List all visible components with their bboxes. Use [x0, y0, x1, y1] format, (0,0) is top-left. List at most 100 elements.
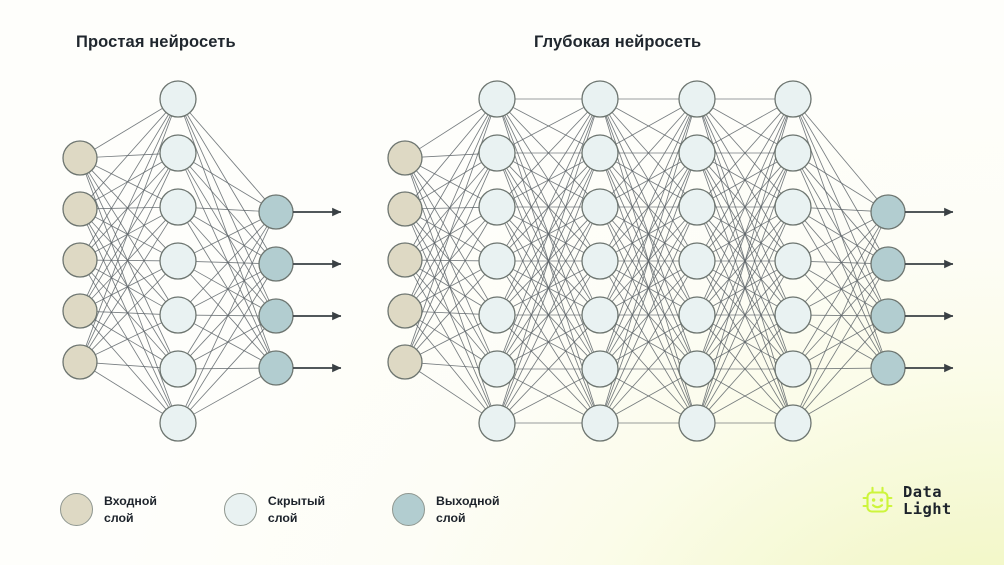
network-edge — [96, 153, 161, 158]
network-edge — [189, 112, 266, 200]
network-node-hidden — [478, 404, 516, 442]
network-edge — [94, 267, 163, 307]
network-edge — [801, 226, 880, 354]
network-edge — [195, 207, 260, 212]
network-edge — [193, 269, 262, 309]
network-edge — [703, 115, 787, 299]
network-node-input — [387, 242, 423, 278]
network-node-output — [870, 350, 906, 386]
network-edge — [187, 226, 268, 354]
network-edge — [91, 273, 166, 351]
network-edges — [85, 98, 883, 424]
network-edge — [415, 323, 486, 410]
network-edge — [799, 169, 882, 353]
network-edge — [708, 112, 782, 194]
network-edge — [801, 168, 880, 302]
network-node-hidden — [581, 296, 619, 334]
network-edge — [186, 114, 268, 250]
network-edge — [502, 116, 595, 406]
network-edge — [615, 107, 682, 145]
network-node-input — [62, 191, 98, 227]
network-node-hidden — [581, 350, 619, 388]
network-node-hidden — [478, 188, 516, 226]
network-edge — [804, 112, 878, 200]
network-edge — [86, 115, 171, 296]
network-edge — [712, 377, 778, 415]
network-edge — [810, 207, 872, 212]
network-edge — [808, 269, 874, 308]
network-edge — [185, 115, 270, 301]
network-edge — [91, 219, 166, 299]
network-node-hidden — [581, 134, 619, 172]
network-edge — [193, 219, 261, 254]
network-node-output — [870, 194, 906, 230]
output-arrows — [293, 207, 954, 373]
deep-network-title: Глубокая нейросеть — [534, 33, 702, 51]
network-edge — [708, 328, 782, 410]
network-node-hidden — [159, 404, 197, 442]
network-node-hidden — [581, 80, 619, 118]
network-edge — [606, 115, 691, 299]
network-node-hidden — [478, 80, 516, 118]
network-edge — [804, 166, 878, 252]
network-node-hidden — [678, 80, 716, 118]
network-node-hidden — [478, 242, 516, 280]
network-edge — [95, 322, 162, 356]
network-node-input — [62, 242, 98, 278]
network-edge — [804, 328, 878, 410]
network-node-hidden — [678, 134, 716, 172]
network-edge — [413, 172, 489, 300]
network-edge — [419, 319, 482, 360]
network-node-hidden — [774, 404, 812, 442]
network-edge — [808, 162, 874, 204]
network-edge — [415, 220, 486, 299]
network-node-hidden — [774, 188, 812, 226]
network-node-hidden — [159, 188, 197, 226]
network-edge — [96, 362, 161, 369]
robot-face-icon — [862, 486, 893, 513]
legend-label-input: Входной слой — [104, 494, 157, 525]
network-edge — [799, 115, 882, 301]
network-node-output — [870, 298, 906, 334]
network-edge — [503, 169, 594, 407]
legend-swatch-input — [60, 493, 93, 526]
network-node-hidden — [159, 296, 197, 334]
network-edge — [88, 172, 169, 300]
network-edge — [611, 112, 686, 194]
network-edge — [86, 169, 171, 347]
network-edge — [193, 161, 262, 204]
network-node-hidden — [159, 80, 197, 118]
network-edge — [416, 170, 486, 248]
network-edge — [88, 223, 169, 354]
network-node-input — [387, 293, 423, 329]
network-edge — [410, 115, 492, 347]
network-node-output — [258, 350, 294, 386]
network-edge — [419, 108, 483, 150]
network-edge — [419, 215, 482, 252]
network-node-hidden — [581, 188, 619, 226]
network-edge — [608, 276, 689, 408]
network-edge — [504, 223, 593, 407]
simple-network-title: Простая нейросеть — [76, 33, 236, 51]
network-edge — [506, 275, 591, 409]
network-node-hidden — [774, 134, 812, 172]
network-edge — [705, 276, 785, 408]
datalight-logo: Data Light — [861, 483, 952, 519]
network-edge — [88, 221, 169, 348]
network-edge — [411, 115, 491, 296]
network-edge — [702, 169, 788, 407]
network-edge — [185, 227, 270, 407]
legend-item-input: Входной слой — [60, 493, 157, 526]
network-edge — [800, 227, 882, 407]
network-edge — [91, 272, 167, 356]
network-node-hidden — [774, 350, 812, 388]
network-node-output — [870, 246, 906, 282]
network-edge — [94, 215, 163, 253]
network-edge — [605, 169, 692, 407]
legend-swatch-hidden — [223, 493, 257, 526]
network-edge — [415, 221, 486, 302]
network-edge — [86, 224, 171, 407]
network-node-input — [62, 293, 98, 329]
network-edge — [421, 311, 480, 315]
